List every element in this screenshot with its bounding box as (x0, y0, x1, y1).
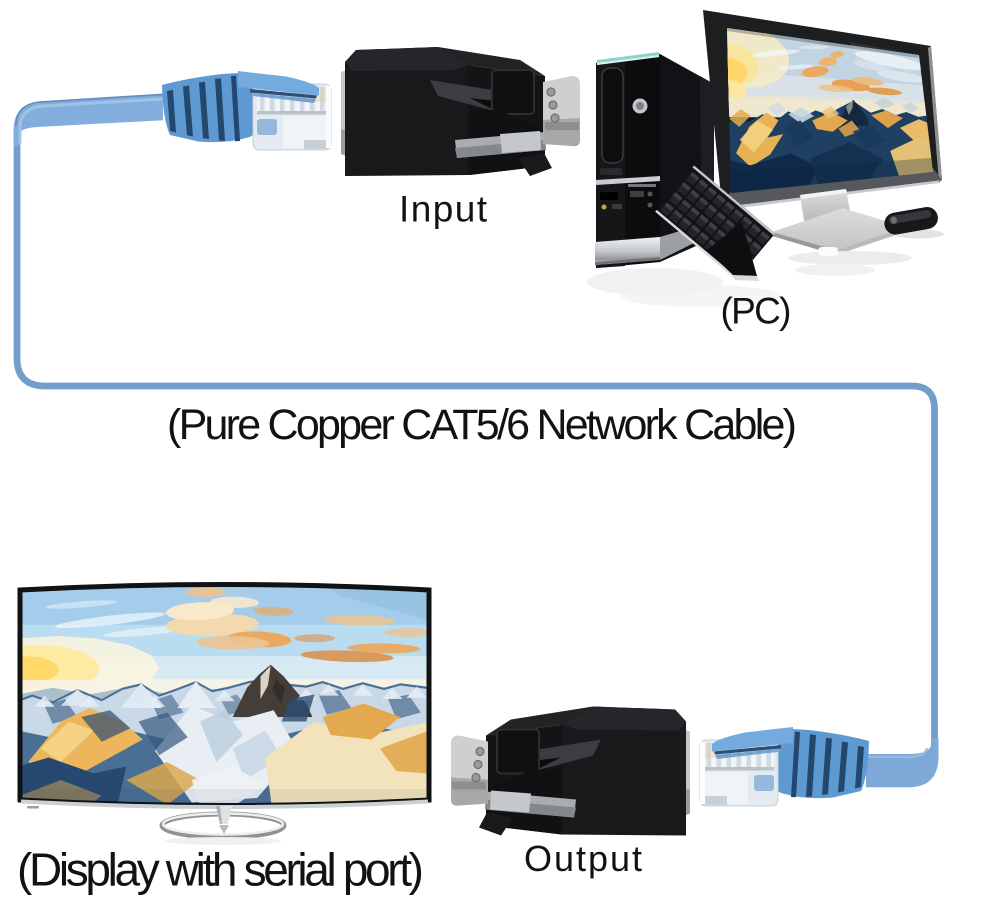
svg-text:Output: Output (524, 838, 642, 879)
svg-text:Input: Input (399, 189, 488, 230)
svg-text:(PC): (PC) (721, 291, 792, 332)
svg-text:(Display with serial port): (Display with serial port) (17, 844, 424, 896)
svg-text:(Pure Copper CAT5/6 Network Ca: (Pure Copper CAT5/6 Network Cable) (167, 401, 797, 449)
